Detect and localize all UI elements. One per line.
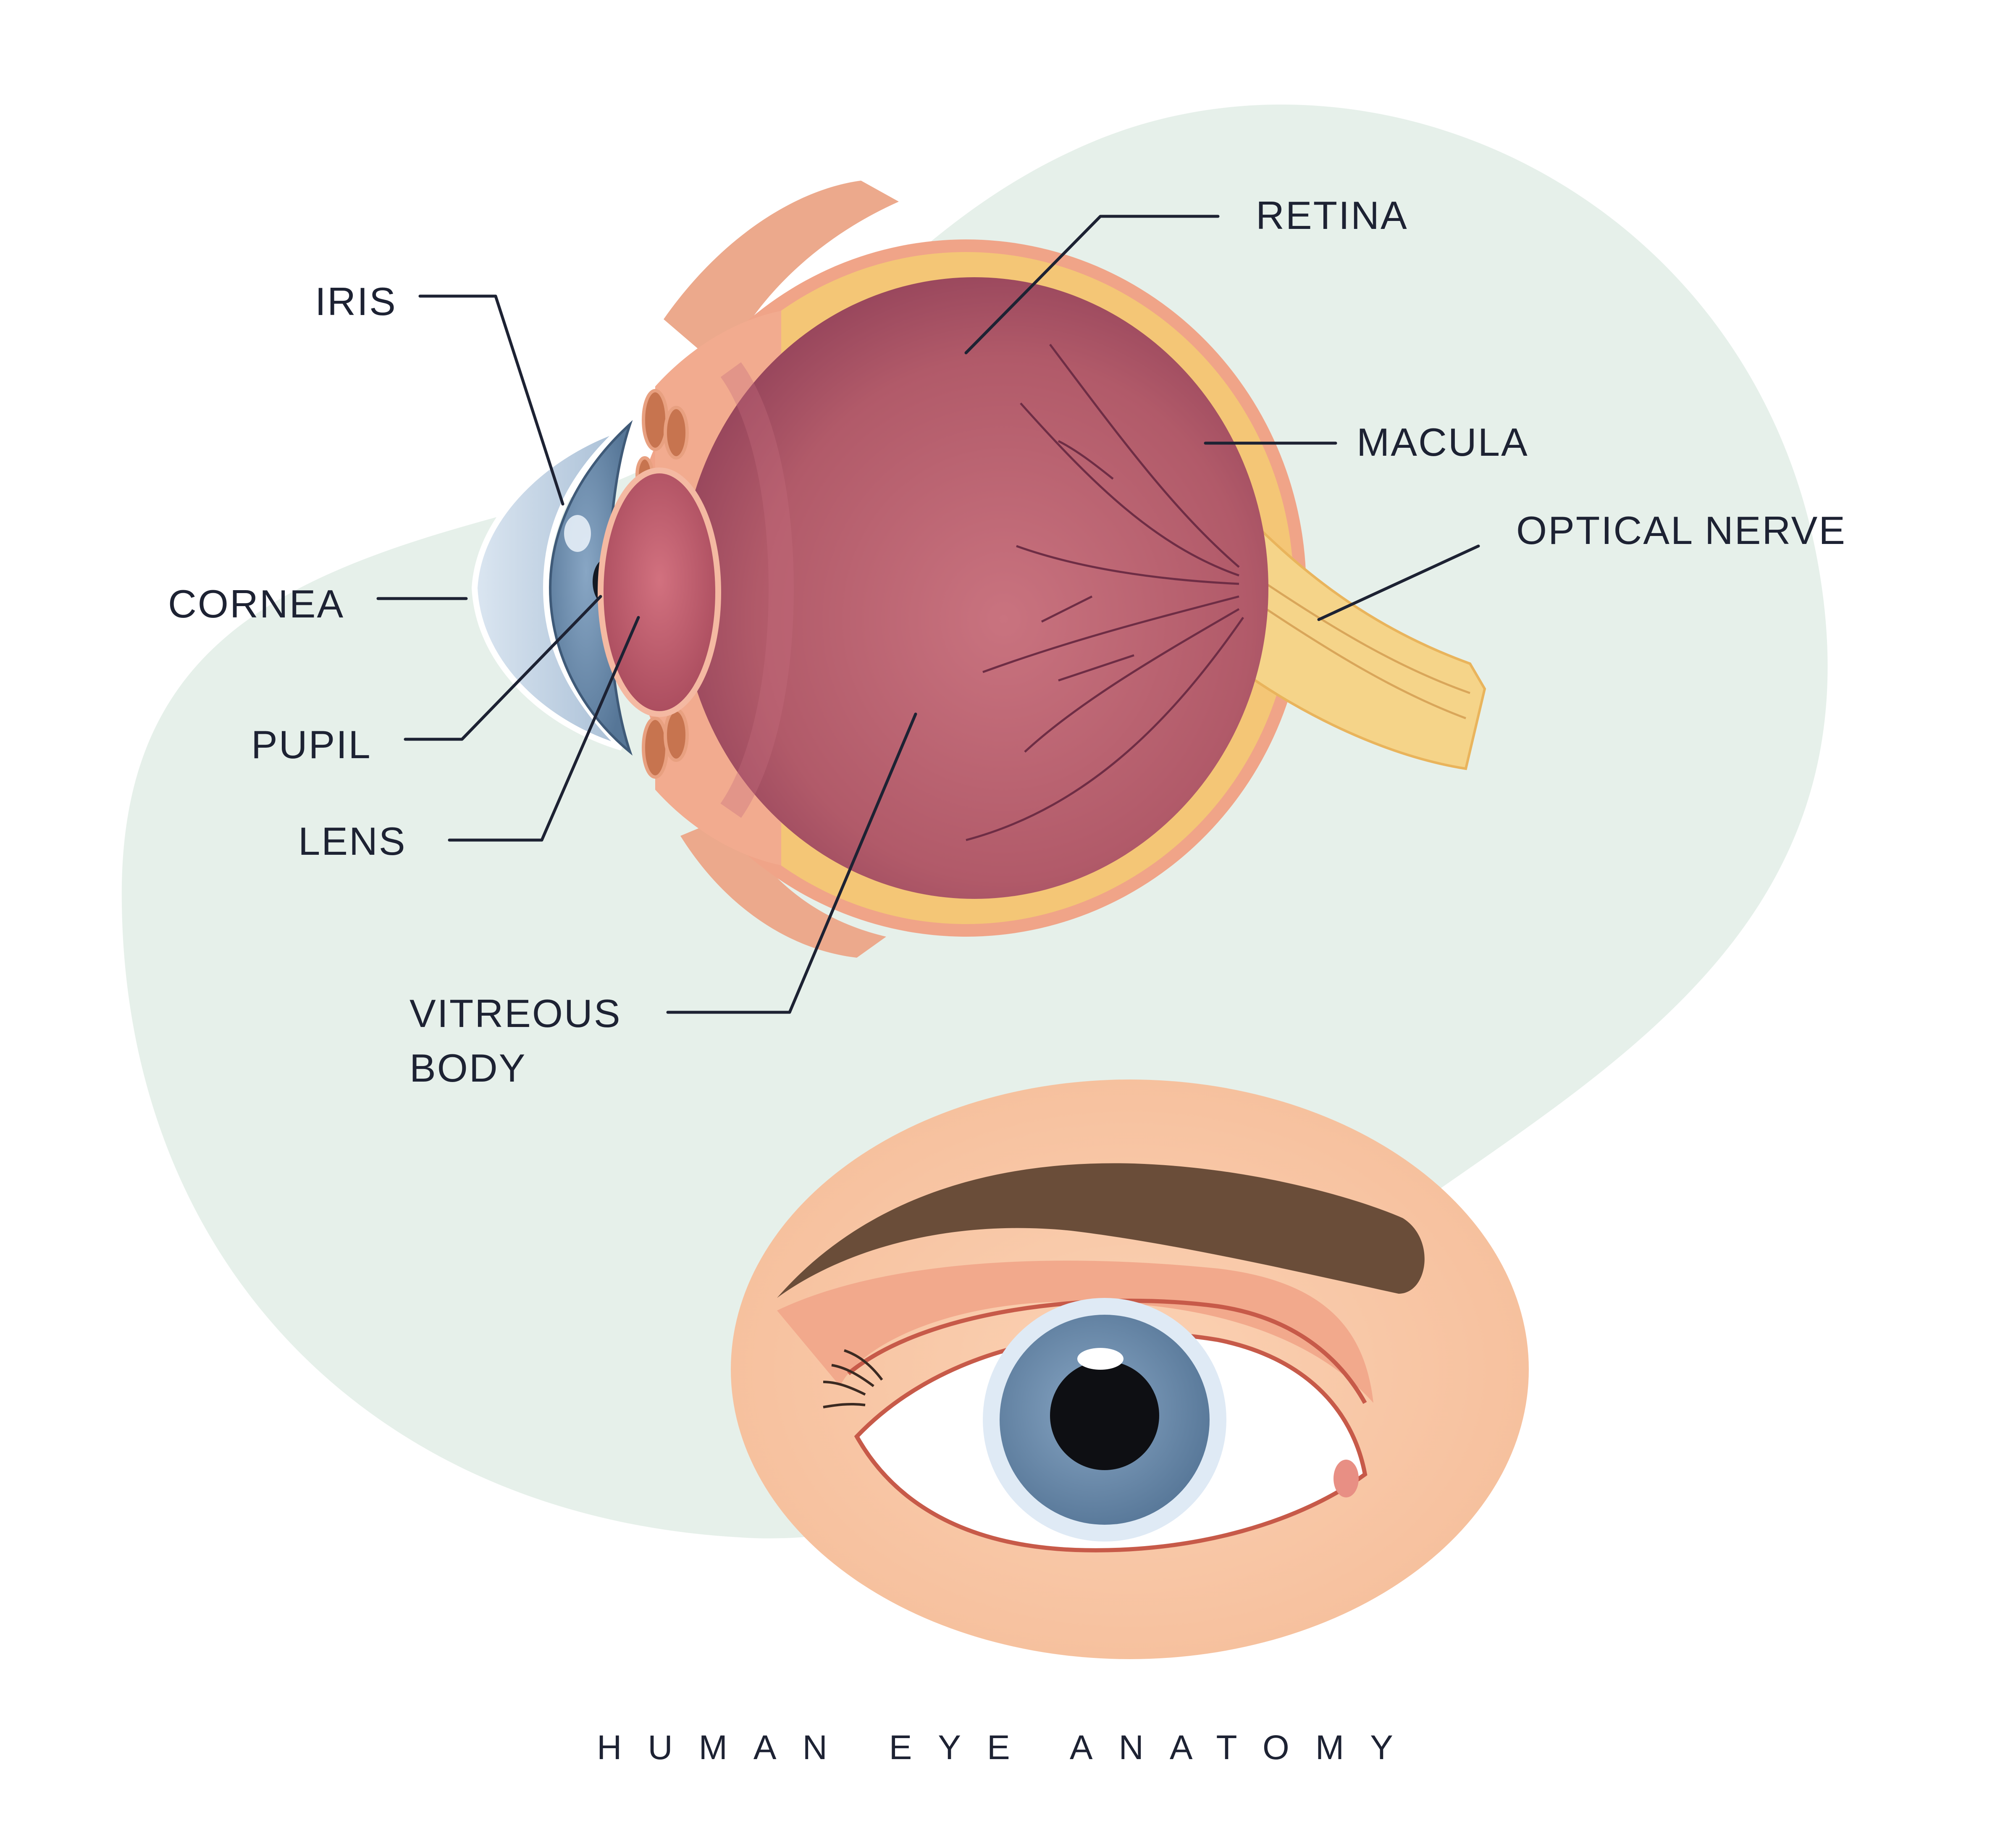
- cornea: [471, 425, 624, 751]
- labels: IRIS RETINA MACULA OPTICAL NERVE CORNEA …: [168, 193, 1846, 1090]
- leader-vitreous-body: [666, 712, 917, 1014]
- label-optical-nerve: OPTICAL NERVE: [1516, 508, 1846, 552]
- eyelashes: [823, 1349, 883, 1408]
- leader-iris: [418, 294, 564, 506]
- upper-eyelid: [777, 1261, 1373, 1403]
- front-pupil: [1050, 1361, 1159, 1470]
- label-lens: LENS: [298, 819, 407, 863]
- retinal-vessels: [966, 344, 1244, 841]
- diagram-title: HUMAN EYE ANATOMY: [597, 1728, 1419, 1767]
- label-macula: MACULA: [1357, 420, 1529, 464]
- upper-eyelid-tissue: [664, 181, 899, 370]
- leader-retina: [964, 215, 1220, 355]
- label-vitreous-line2: BODY: [410, 1046, 526, 1090]
- leader-pupil: [404, 595, 602, 741]
- lower-eyelid-tissue: [680, 815, 886, 958]
- label-iris: IRIS: [315, 279, 397, 323]
- leader-lens: [448, 616, 640, 842]
- label-cornea: CORNEA: [168, 582, 344, 626]
- eye-cross-section: [471, 181, 1486, 958]
- eye-front-view: [731, 1079, 1529, 1659]
- label-retina: RETINA: [1256, 193, 1408, 237]
- eyebrow: [777, 1163, 1425, 1298]
- vitreous-body: [680, 277, 1268, 899]
- lens: [598, 468, 721, 717]
- label-pupil: PUPIL: [251, 722, 372, 767]
- label-vitreous-line1: VITREOUS: [410, 991, 622, 1035]
- leader-optical-nerve: [1317, 544, 1480, 621]
